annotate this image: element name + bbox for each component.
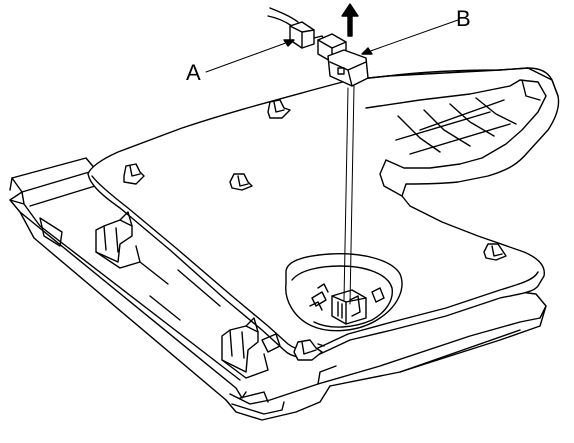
base-tray-left-rail (9, 157, 247, 401)
bracket-upper (95, 211, 141, 269)
callout-label-b: B (456, 6, 471, 31)
bracket-lower (221, 317, 281, 379)
connector-b (317, 33, 369, 87)
plate-clip-right (483, 243, 507, 261)
plate-clip-bottom (293, 339, 325, 361)
lift-arrow-icon (341, 3, 359, 37)
base-ribs (139, 261, 221, 321)
plate-clip-center (229, 173, 253, 191)
callout-label-a: A (186, 60, 201, 85)
leader-line-b (361, 19, 459, 55)
alignment-guide-lines (343, 85, 355, 305)
leader-arrow-b (361, 47, 373, 55)
leader-arrow-a (283, 39, 295, 47)
base-tray-bottom (225, 291, 547, 421)
right-arm-frame (349, 67, 559, 197)
plate-clip-top (267, 99, 291, 119)
plate-clip-left (123, 163, 145, 185)
base-foot (239, 391, 269, 403)
leader-line-a (205, 39, 295, 73)
